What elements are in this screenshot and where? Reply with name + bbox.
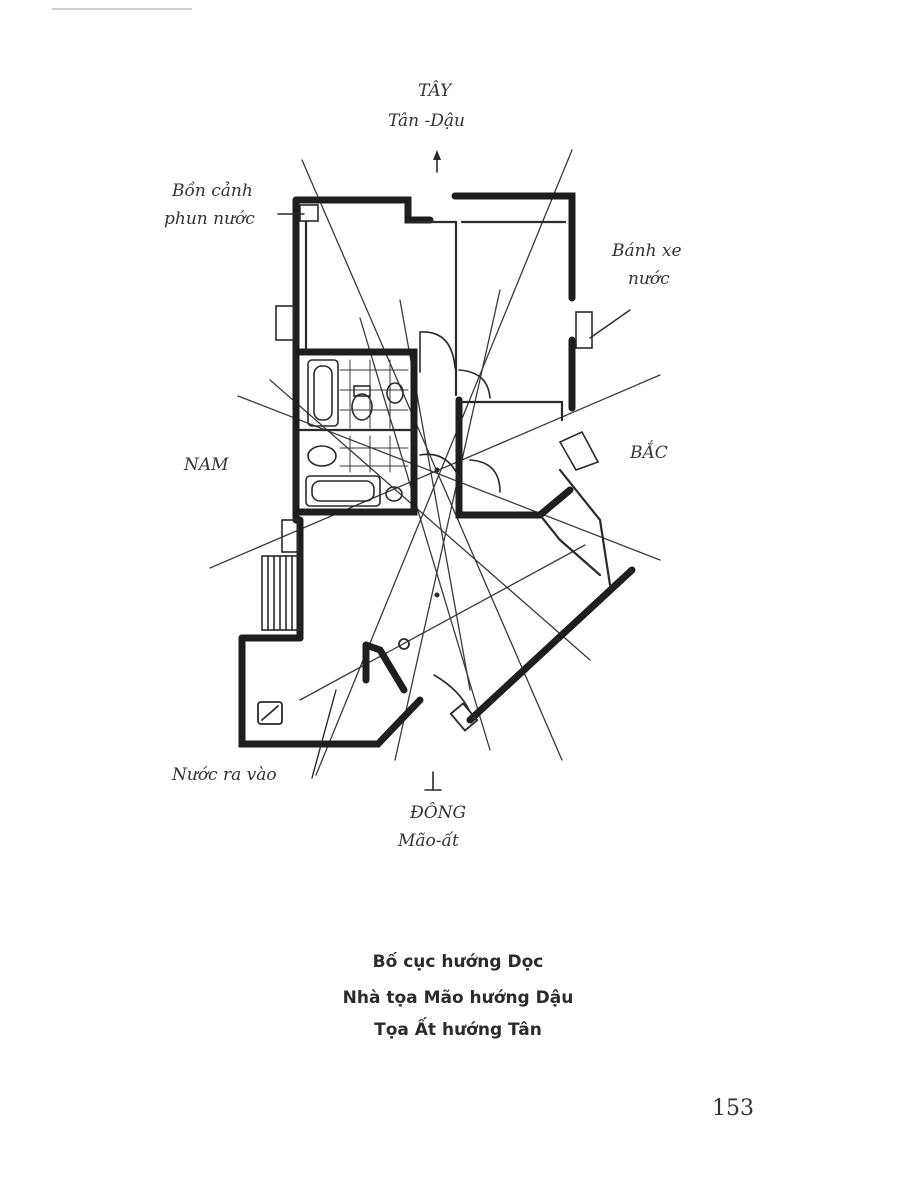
lower-room-fixture bbox=[257, 638, 479, 732]
interior-walls bbox=[275, 204, 612, 587]
label-wheel-2: nước bbox=[628, 269, 670, 289]
caption-line-1: Bố cục hướng Dọc bbox=[372, 952, 544, 972]
direction-right: BẮC bbox=[630, 443, 668, 463]
leader-lines bbox=[277, 213, 631, 779]
caption-line-3: Tọa Ất hướng Tân bbox=[374, 1020, 542, 1040]
door-swings bbox=[419, 331, 600, 713]
bagua-sector-lines bbox=[209, 149, 661, 776]
tile-grid bbox=[339, 359, 409, 473]
center-point-lower bbox=[434, 592, 440, 598]
direction-bottom-name: ĐÔNG bbox=[410, 803, 467, 823]
direction-left: NAM bbox=[184, 455, 229, 475]
staircase bbox=[261, 519, 301, 631]
label-wheel-1: Bánh xe bbox=[612, 241, 682, 261]
direction-bottom-sub: Mão-ất bbox=[398, 831, 459, 851]
label-water-in-out: Nước ra vào bbox=[172, 765, 277, 785]
south-marker bbox=[424, 771, 442, 791]
label-fountain-2: phun nước bbox=[164, 209, 255, 229]
direction-top-name: TÂY bbox=[418, 81, 452, 101]
north-arrow bbox=[433, 150, 441, 173]
header-rule bbox=[52, 8, 192, 10]
page-number: 153 bbox=[712, 1096, 754, 1121]
label-fountain-1: Bồn cảnh bbox=[172, 181, 253, 201]
caption-line-2: Nhà tọa Mão hướng Dậu bbox=[342, 988, 574, 1008]
center-point-upper bbox=[434, 467, 440, 473]
direction-top-sub: Tân -Dậu bbox=[388, 111, 465, 131]
